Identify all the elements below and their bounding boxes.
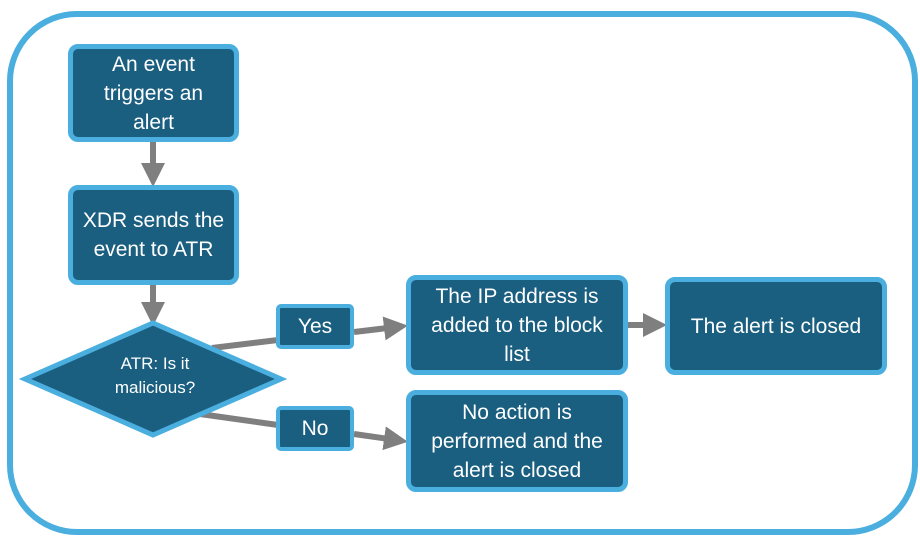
node-block-text: The IP address is added to the block lis…: [431, 284, 603, 366]
node-noaction-text: No action is performed and the alert is …: [431, 400, 603, 482]
arrow-decision-to-yes: [211, 337, 279, 351]
arrow-yes-to-block: [353, 316, 408, 341]
decision-diamond: [18, 320, 288, 438]
label-no: No: [276, 406, 354, 451]
node-event-triggers-alert: An event triggers an alert: [68, 44, 239, 142]
node-no-action: No action is performed and the alert is …: [406, 390, 628, 492]
label-yes-text: Yes: [297, 314, 333, 338]
label-no-text: No: [301, 416, 329, 440]
arrow-no-to-noaction: [353, 426, 408, 451]
node-xdr-sends-event: XDR sends the event to ATR: [68, 185, 239, 285]
node-event-text: An event triggers an alert: [103, 52, 204, 134]
node-xdr-text: XDR sends the event to ATR: [82, 209, 225, 261]
node-alert-closed: The alert is closed: [665, 277, 887, 375]
node-closed-text: The alert is closed: [690, 314, 862, 338]
arrow-decision-to-no: [199, 411, 279, 428]
node-ip-blocked: The IP address is added to the block lis…: [406, 275, 628, 375]
label-yes: Yes: [276, 304, 354, 349]
decision-text: ATR: Is it malicious?: [114, 354, 196, 397]
